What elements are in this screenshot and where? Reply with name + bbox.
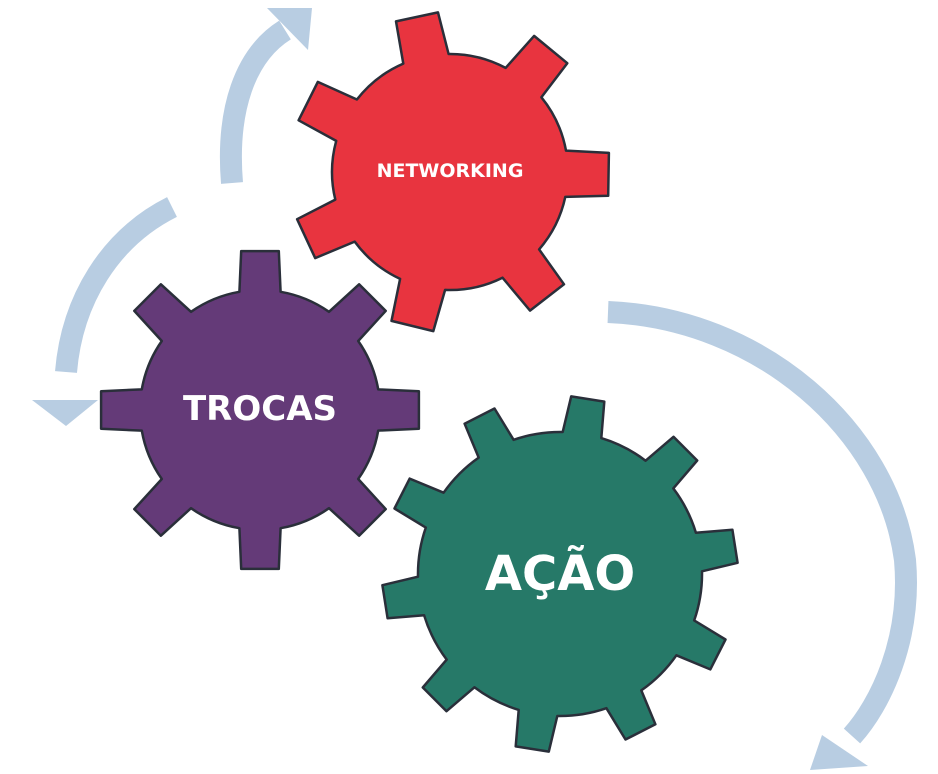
arrow-right-down-head xyxy=(810,735,868,770)
gear-networking-body xyxy=(295,11,611,333)
gear-acao-label: AÇÃO xyxy=(485,545,635,602)
arrow-right-down xyxy=(607,301,917,770)
gear-acao-body xyxy=(381,395,739,753)
arrow-left-down xyxy=(32,197,178,426)
arrow-top-left-up xyxy=(219,8,312,184)
arrow-left-down-head xyxy=(32,400,98,426)
arrow-left-down-shaft xyxy=(55,197,178,374)
gear-acao: AÇÃO xyxy=(381,395,739,753)
arrow-top-left-up-shaft xyxy=(219,20,292,184)
gear-networking: NETWORKING xyxy=(295,11,611,333)
arrow-right-down-shaft xyxy=(607,301,917,744)
gear-trocas-body xyxy=(99,249,421,571)
gear-trocas-label: TROCAS xyxy=(183,389,337,429)
gear-trocas: TROCAS xyxy=(99,249,421,571)
gear-networking-label: NETWORKING xyxy=(377,160,524,182)
arrow-top-left-up-head xyxy=(267,8,312,50)
